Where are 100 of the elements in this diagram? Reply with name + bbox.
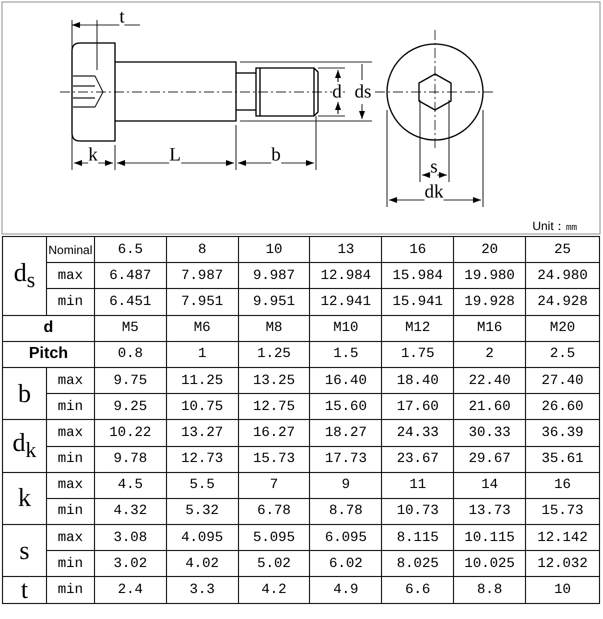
sub-header-cell: max xyxy=(46,262,94,289)
table-cell: 12.984 xyxy=(310,262,382,289)
dimension-label: L xyxy=(169,146,181,164)
table-cell: 13 xyxy=(310,236,382,263)
table-cell: 11.25 xyxy=(166,367,238,394)
table-cell: 5.5 xyxy=(166,472,238,498)
row-header-cell: Nominal xyxy=(46,236,94,263)
table-cell: 15.984 xyxy=(382,262,454,289)
row-header-cell: s xyxy=(2,524,46,577)
table-cell: 15.941 xyxy=(382,288,454,316)
table-cell: M8 xyxy=(238,315,310,342)
table-cell: 15.73 xyxy=(238,446,310,472)
row-header-cell: d xyxy=(2,315,94,342)
table-cell: 9.25 xyxy=(94,394,166,420)
dimension-label: dk xyxy=(424,182,444,202)
table-cell: 25 xyxy=(526,236,600,263)
table-cell: 15.60 xyxy=(310,394,382,420)
table-cell: 6.78 xyxy=(238,498,310,525)
table-cell: 1.5 xyxy=(310,341,382,368)
table-cell: 5.02 xyxy=(238,550,310,577)
table-cell: 5.095 xyxy=(238,524,310,551)
table-cell: 3.02 xyxy=(94,550,166,577)
table-cell: 4.32 xyxy=(94,498,166,525)
table-cell: 14 xyxy=(454,472,526,498)
table-cell: 6.02 xyxy=(310,550,382,577)
row-header-cell: t xyxy=(2,576,46,604)
table-cell: 6.6 xyxy=(382,576,454,604)
table-cell: 10.115 xyxy=(454,524,526,551)
table-cell: 17.60 xyxy=(382,394,454,420)
sub-header-cell: max xyxy=(46,420,94,446)
row-header-cell: d$_{s}$ xyxy=(2,236,46,316)
table-cell: 13.25 xyxy=(238,367,310,394)
table-cell: 9.987 xyxy=(238,262,310,289)
table-cell: M16 xyxy=(454,315,526,342)
table-cell: M12 xyxy=(382,315,454,342)
table-cell: 9.75 xyxy=(94,367,166,394)
table-cell: 3.08 xyxy=(94,524,166,551)
table-cell: 10.025 xyxy=(454,550,526,577)
table-cell: 29.67 xyxy=(454,446,526,472)
table-cell: 16.27 xyxy=(238,420,310,446)
table-cell: 8 xyxy=(166,236,238,263)
table-cell: M5 xyxy=(94,315,166,342)
table-cell: 8.115 xyxy=(382,524,454,551)
sub-header-cell: min xyxy=(46,576,94,604)
table-cell: 26.60 xyxy=(526,394,600,420)
table-cell: 10.22 xyxy=(94,420,166,446)
table-cell: 8.025 xyxy=(382,550,454,577)
table-cell: 4.5 xyxy=(94,472,166,498)
row-header-cell: k xyxy=(2,472,46,525)
table-cell: 6.095 xyxy=(310,524,382,551)
table-cell: 20 xyxy=(454,236,526,263)
table-cell: 22.40 xyxy=(454,367,526,394)
table-cell: 27.40 xyxy=(526,367,600,394)
table-cell: 12.73 xyxy=(166,446,238,472)
unit-note: Unit：㎜ xyxy=(532,220,578,232)
table-cell: 0.8 xyxy=(94,341,166,368)
sub-header-cell: min xyxy=(46,394,94,420)
table-cell: 8.8 xyxy=(454,576,526,604)
table-cell: M20 xyxy=(526,315,600,342)
table-cell: 12.75 xyxy=(238,394,310,420)
table-cell: 2 xyxy=(454,341,526,368)
table-cell: 12.941 xyxy=(310,288,382,316)
dimension-label: b xyxy=(271,146,281,164)
table-cell: 4.2 xyxy=(238,576,310,604)
table-cell: 24.33 xyxy=(382,420,454,446)
table-cell: M6 xyxy=(166,315,238,342)
dimension-label: k xyxy=(88,146,98,164)
sub-header-cell: max xyxy=(46,524,94,551)
table-cell: 13.73 xyxy=(454,498,526,525)
sub-header-cell: min xyxy=(46,288,94,316)
table-cell: 4.02 xyxy=(166,550,238,577)
row-header-cell: b xyxy=(2,367,46,420)
table-cell: 30.33 xyxy=(454,420,526,446)
table-cell: 4.095 xyxy=(166,524,238,551)
table-cell: 6.451 xyxy=(94,288,166,316)
table-cell: 4.9 xyxy=(310,576,382,604)
table-cell: 9 xyxy=(310,472,382,498)
table-cell: 23.67 xyxy=(382,446,454,472)
table-cell: 11 xyxy=(382,472,454,498)
table-cell: 1.75 xyxy=(382,341,454,368)
table-cell: 24.980 xyxy=(526,262,600,289)
table-cell: 35.61 xyxy=(526,446,600,472)
table-cell: 1.25 xyxy=(238,341,310,368)
table-cell: M10 xyxy=(310,315,382,342)
table-cell: 16 xyxy=(382,236,454,263)
row-header-cell: d$_{k}$ xyxy=(2,420,46,472)
table-cell: 1 xyxy=(166,341,238,368)
table-cell: 12.032 xyxy=(526,550,600,577)
table-cell: 15.73 xyxy=(526,498,600,525)
sub-header-cell: min xyxy=(46,446,94,472)
table-cell: 10 xyxy=(526,576,600,604)
table-cell: 16 xyxy=(526,472,600,498)
table-cell: 19.928 xyxy=(454,288,526,316)
table-cell: 9.951 xyxy=(238,288,310,316)
table-cell: 7.951 xyxy=(166,288,238,316)
table-cell: 2.5 xyxy=(526,341,600,368)
table-cell: 13.27 xyxy=(166,420,238,446)
sub-header-cell: min xyxy=(46,550,94,577)
table-cell: 6.5 xyxy=(94,236,166,263)
table-cell: 18.40 xyxy=(382,367,454,394)
